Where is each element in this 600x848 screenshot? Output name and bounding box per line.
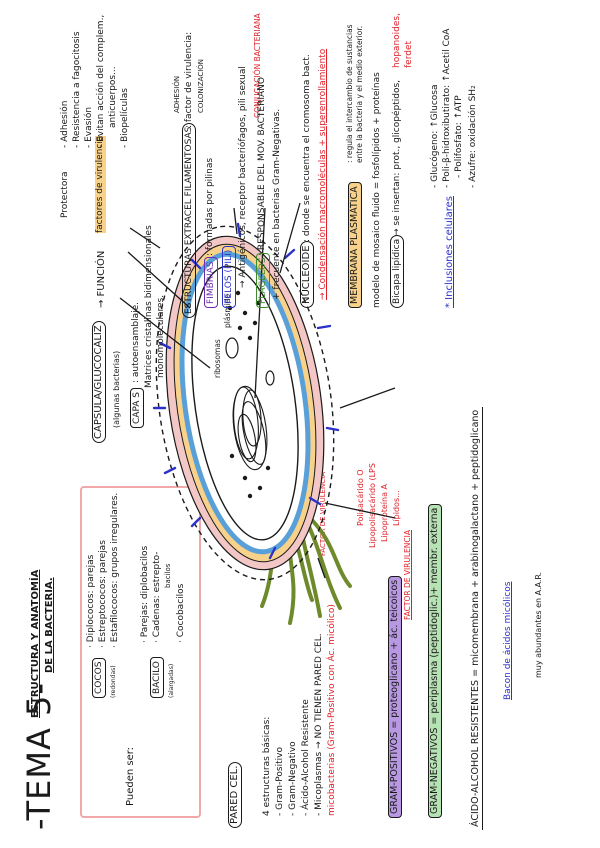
capsula-funcion: → FUNCIÓN xyxy=(96,250,107,308)
capsula-list-5: anticuerpos... xyxy=(108,66,118,128)
filamentosas-virulencia: : factor de virulencia: xyxy=(184,31,194,128)
filamentosas-colonizacion: COLONIZACIÓN xyxy=(197,58,205,113)
pelos-box: PELOS (PILI) xyxy=(222,245,236,308)
capsula-list-1: - Adhesión xyxy=(60,100,70,148)
nucleoide-text2: → Condensación macromoléculas + superenr… xyxy=(318,48,328,300)
hopanoides: hopanoides, xyxy=(392,13,402,68)
label-ribosomas: ribosomas xyxy=(213,339,222,378)
flagelos-text: : RESPONSABLE DEL MOV. BACTERIANO xyxy=(257,77,267,256)
pelos-text: → Antigénicos, receptor bacteriófagos, p… xyxy=(238,66,248,288)
capsula-list-3: - Evasión xyxy=(84,106,94,148)
membrana-box: MEMBRANA PLASMÁTICA xyxy=(348,182,362,308)
filamentosas-bubble: ESTRUCTURAS EXTRACEL FILAMENTOSAS xyxy=(182,122,196,318)
capsula-sub: (algunas bacterias) xyxy=(112,350,121,428)
capa-s-text: : autoensamblaje. xyxy=(131,302,141,383)
capsula-bubble: CÁPSULA/GLUCOCÁLIZ xyxy=(92,321,106,443)
mosaico-fluido: modelo de mosaico fluido = fosfolípidos … xyxy=(372,72,382,308)
capsula-factores: factores de virulencia xyxy=(95,135,106,233)
pili xyxy=(152,222,340,560)
capa-s-box: CAPA S xyxy=(130,387,144,428)
capsula-list-2: - Resistencia a fagocitosis xyxy=(72,31,82,148)
inclusiones-item-2: - Poli-β-hidroxibutirato: ↑Acetil CoA xyxy=(442,28,452,188)
inclusiones-item-4: - Azufre: oxidación SH₂ xyxy=(468,85,478,188)
capa-s-text2: Matrices cristalinas bidimensionales xyxy=(144,225,154,388)
nucleoid-tangle xyxy=(232,385,268,471)
capsula-protectora: Protectora xyxy=(60,171,70,218)
fimbrias-box: FIMBRIAS xyxy=(204,257,218,308)
flagelos-text2: + frecuente en bacterias Gram-Negativas. xyxy=(272,108,282,300)
capsula-list-6: - Biopelículas xyxy=(120,88,130,148)
bicapa-bubble: Bicapa lipídica xyxy=(390,234,404,308)
filamentosas-adhesion: ADHESIÓN xyxy=(173,75,181,113)
inclusiones-item-1: - Glucógeno: ↑Glucosa xyxy=(430,84,440,188)
capa-s-text3: monomoleculares. xyxy=(156,294,166,378)
bicapa-text: → se insertan: prot., glicopéptidos, xyxy=(392,79,402,236)
fimbrias-text: : formadas por pilinas xyxy=(205,157,215,256)
inclusiones-label: * Inclusiones celulares xyxy=(444,196,455,308)
nucleoide-text: : donde se encuentra el cromosoma bact. xyxy=(302,54,312,242)
nucleoide-bubble: NUCLEOIDE xyxy=(300,241,314,308)
flagelos-box: FLAGELOS xyxy=(256,253,270,308)
ribosomes xyxy=(227,290,271,499)
ferdet: ferdet xyxy=(404,40,414,68)
inclusiones-item-3: - Polifosfato: ↑ATP xyxy=(454,95,464,178)
capsula-list-4: - Evitan acción del complem., xyxy=(96,14,106,148)
membrana-text2: entre la bacteria y el medio exterior. xyxy=(355,25,364,163)
